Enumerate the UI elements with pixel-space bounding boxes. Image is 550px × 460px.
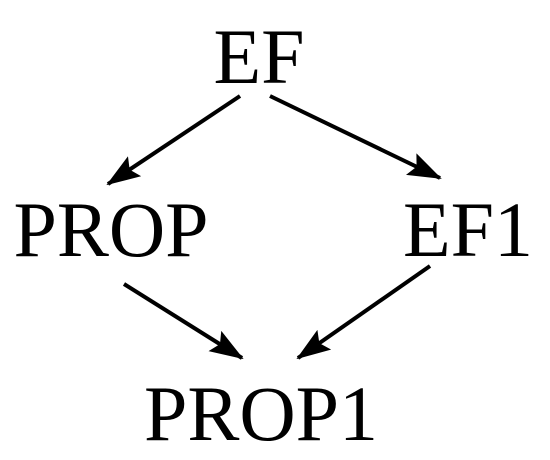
edge-ef-to-prop: [106, 94, 242, 186]
node-prop1: PROP1: [144, 370, 378, 457]
node-ef: EF: [213, 13, 304, 100]
edge-ef-to-ef1: [269, 94, 442, 180]
node-prop: PROP: [13, 186, 208, 273]
edge-prop-to-prop1: [122, 282, 244, 360]
edge-ef1-to-prop1: [296, 264, 432, 360]
node-ef1: EF1: [403, 186, 533, 273]
